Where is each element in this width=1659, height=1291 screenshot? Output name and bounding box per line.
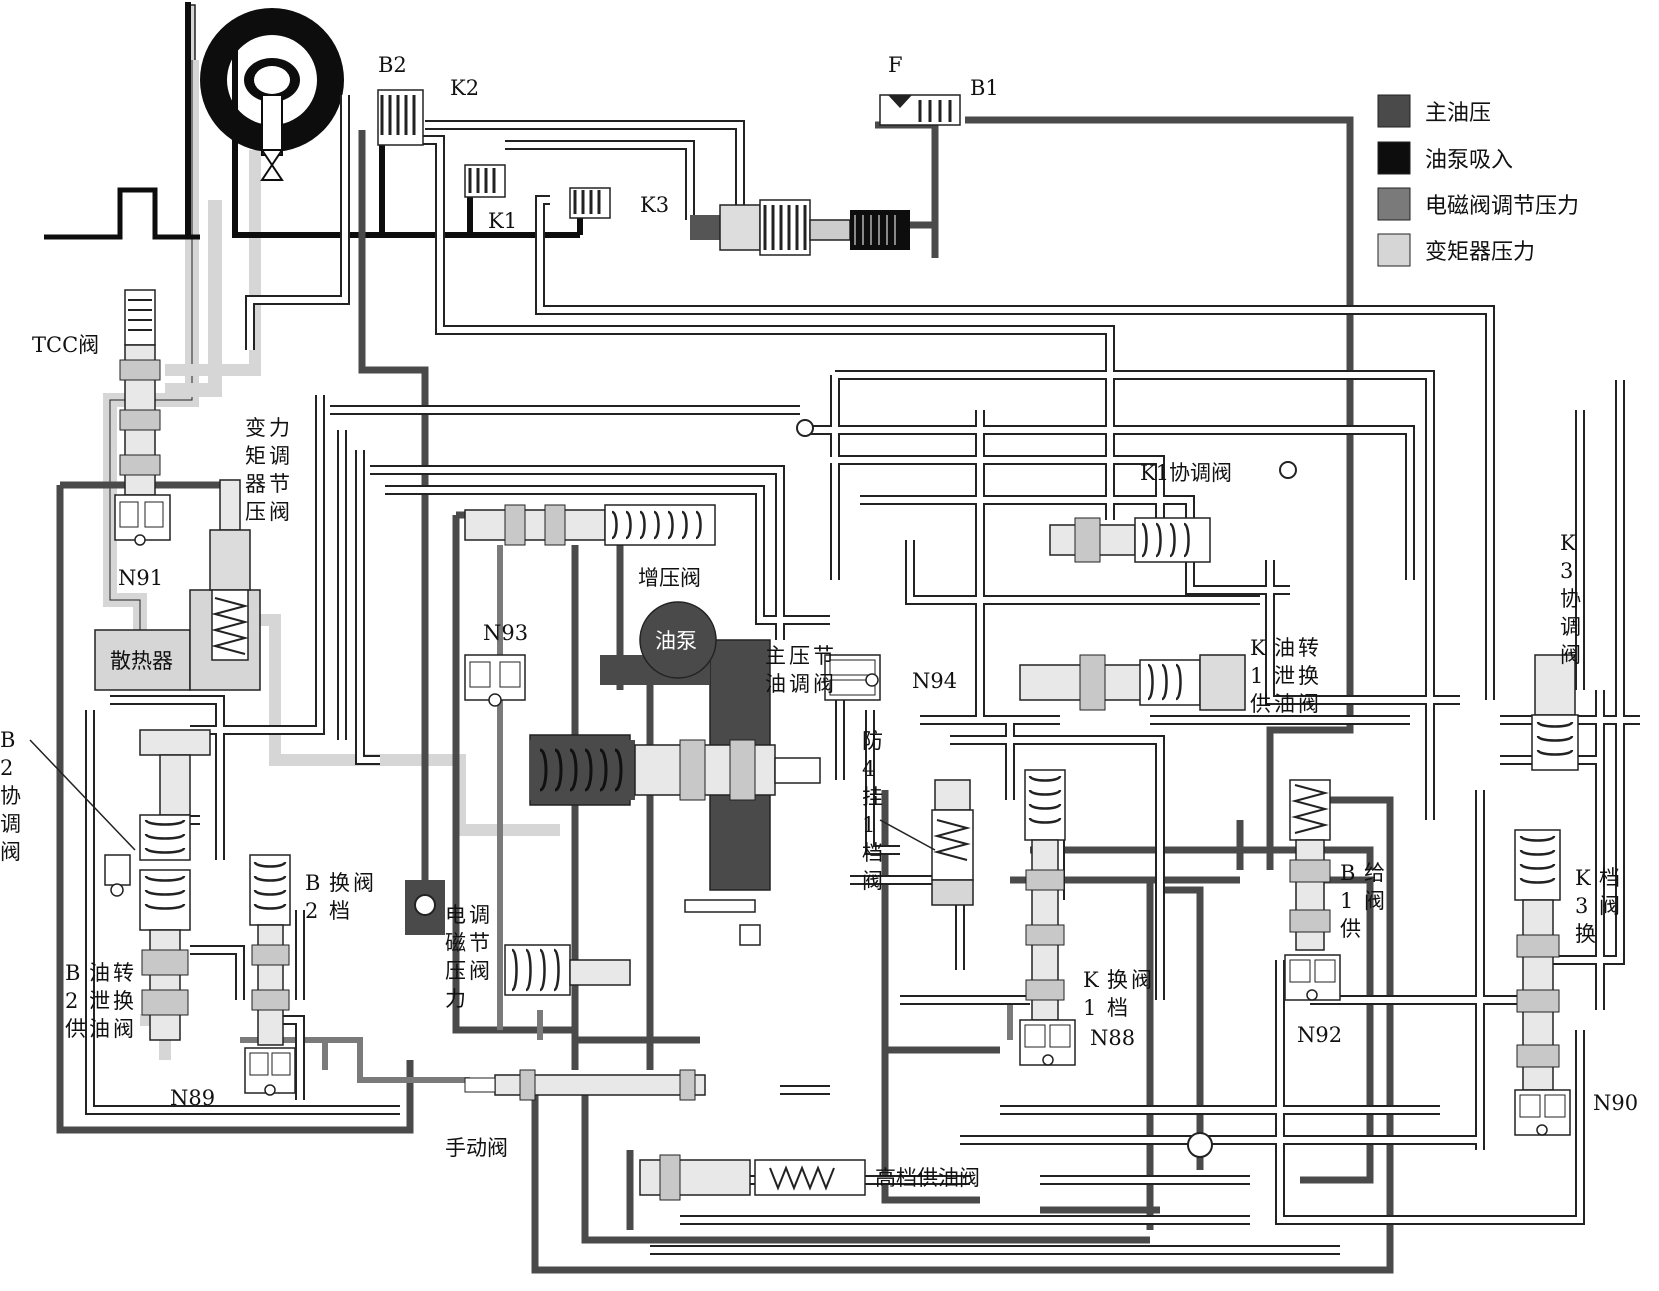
solenoid-n94 (824, 654, 881, 701)
label-n93: N93 (483, 621, 528, 645)
label-converter-pressure-reg-valve: 变矩器压力调节阀 (245, 416, 290, 524)
label-tcc-valve: TCC阀 (32, 333, 99, 357)
legend-label: 变矩器压力 (1425, 240, 1535, 265)
clutch-k3 (569, 187, 611, 219)
label-main-pressure-reg-valve: 主油压调节阀 (765, 644, 834, 696)
converter-pressure-reg-valve (209, 479, 251, 661)
check-ball (796, 419, 814, 437)
k1-supply-changeover-valve (1019, 654, 1246, 711)
label-k2: K2 (450, 76, 479, 100)
label-n91: N91 (118, 566, 163, 590)
legend-label: 油泵吸入 (1425, 148, 1513, 173)
solenoid-n92 (1284, 954, 1341, 1001)
solenoid-n89 (244, 1047, 296, 1096)
clutch-b2-k2 (377, 89, 424, 146)
label-high-gear-supply-valve: 高档供油阀 (875, 1166, 980, 1190)
high-gear-supply-valve (639, 1154, 866, 1201)
label-k1: K1 (488, 209, 517, 233)
b2-supply-changeover-valve (104, 854, 191, 1041)
k3-coord-valve (1531, 654, 1579, 771)
planetary-gearset (690, 199, 910, 256)
b2-coord-valve (139, 729, 211, 861)
label-oil-pump: 油泵 (655, 629, 697, 653)
legend-swatch-main-pressure (1377, 94, 1411, 128)
label-solenoid-pressure-reg-valve: 电磁压力调节阀 (445, 903, 490, 1011)
label-cooler: 散热器 (110, 649, 173, 673)
solenoid-n91 (114, 494, 171, 546)
label-n90: N90 (1593, 1091, 1638, 1115)
legend: 主油压 油泵吸入 电磁阀调节压力 变矩器压力 (1377, 94, 1579, 267)
cooler (94, 589, 261, 691)
manual-valve (464, 1069, 706, 1101)
tcc-valve (119, 289, 161, 496)
freewheel-f-brake-b1 (879, 94, 961, 126)
label-b1: B1 (970, 76, 999, 100)
clutch-k1 (464, 164, 506, 198)
label-n92: N92 (1297, 1023, 1342, 1047)
solenoid-n88 (1019, 1019, 1076, 1066)
label-k1-coord-valve: K1协调阀 (1140, 461, 1232, 485)
label-k3: K3 (640, 193, 669, 217)
legend-swatch-converter-pressure (1377, 233, 1411, 267)
label-n94: N94 (912, 669, 957, 693)
label-b2: B2 (378, 53, 407, 77)
labels: B2 K2 F B1 K1 K3 TCC阀 变矩器压力调节阀 K1协调阀 增压阀… (0, 53, 1638, 1190)
torque-converter (200, 8, 344, 235)
converter-pressure-passages (103, 4, 560, 1060)
label-manual-valve: 手动阀 (445, 1136, 508, 1160)
main-pressure-reg-valve (530, 739, 821, 801)
check-ball (1187, 1132, 1213, 1158)
k1-shift-valve (1024, 769, 1066, 1021)
booster-valve (464, 504, 716, 546)
anti-4-1-valve (931, 779, 974, 906)
k1-coord-valve (1049, 461, 1297, 563)
b1-supply-valve (1289, 779, 1331, 951)
legend-swatch-solenoid-pressure (1377, 187, 1411, 221)
label-n89: N89 (170, 1086, 215, 1110)
b2-shift-valve (249, 854, 291, 1046)
legend-label: 主油压 (1425, 101, 1491, 126)
signal-passages (85, 95, 1640, 1255)
label-booster-valve: 增压阀 (638, 566, 701, 590)
oil-pump (639, 601, 717, 679)
label-n88: N88 (1090, 1026, 1135, 1050)
legend-swatch-pump-suction (1377, 141, 1411, 175)
label-f: F (888, 53, 903, 77)
k3-shift-valve (1514, 829, 1561, 1091)
solenoid-pressure-reg-valve (405, 880, 631, 996)
solenoid-n90 (1514, 1089, 1571, 1136)
legend-label: 电磁阀调节压力 (1425, 194, 1579, 219)
solenoid-n93 (464, 654, 526, 707)
